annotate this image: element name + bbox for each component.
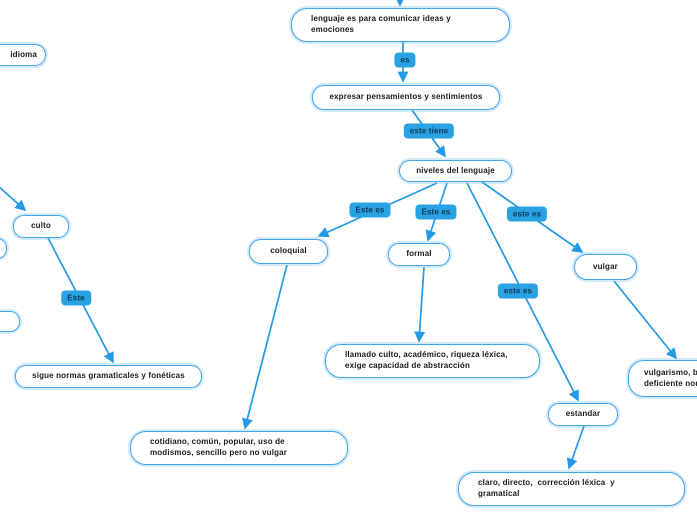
node-vulgarismo[interactable]: vulgarismo, b deficiente nor — [628, 360, 697, 397]
node-claro-directo[interactable]: claro, directo, corrección léxica y gram… — [458, 472, 685, 506]
node-coloquial[interactable]: coloquial — [249, 239, 328, 264]
node-llamado-culto[interactable]: llamado culto, académico, riqueza léxica… — [325, 344, 540, 378]
node-culto[interactable]: culto — [13, 215, 69, 238]
node-idioma-label: idioma — [10, 49, 37, 59]
node-partial-left-lower[interactable] — [0, 311, 20, 332]
connector-vulgar-to-vulgarismo — [613, 280, 678, 360]
node-estandar[interactable]: estandar — [548, 403, 618, 426]
node-llamado-line1: llamado culto, académico, riqueza léxica… — [345, 350, 508, 360]
link-label-este-tiene[interactable]: este tiene — [403, 123, 455, 139]
link-label-este-es-1[interactable]: Este es — [349, 202, 391, 218]
node-formal-label: formal — [406, 249, 432, 259]
node-sigue-normas[interactable]: sigue normas gramaticales y fonéticas — [15, 365, 202, 388]
node-vulgar[interactable]: vulgar — [574, 254, 637, 280]
link-label-es[interactable]: es — [394, 52, 416, 68]
connector-estandar-to-claro — [566, 425, 585, 470]
node-vulgarismo-line2: deficiente nor — [644, 378, 697, 388]
node-estandar-label: estandar — [565, 409, 601, 419]
node-claro-line1: claro, directo, corrección léxica y — [478, 478, 615, 488]
node-lenguaje-line2: emociones — [311, 25, 355, 34]
node-coloquial-label: coloquial — [270, 246, 307, 256]
node-sigue-label: sigue normas gramaticales y fonéticas — [32, 371, 185, 381]
node-culto-label: culto — [31, 221, 51, 231]
node-cotidiano[interactable]: cotidiano, común, popular, uso de modism… — [130, 431, 348, 465]
link-label-este-es-2[interactable]: Este es — [415, 204, 457, 220]
link-label-este[interactable]: Este — [61, 290, 91, 306]
node-lenguaje[interactable]: lenguaje es para comunicar ideas y emoci… — [291, 8, 510, 42]
node-cotidiano-line2: modismos, sencillo pero no vulgar — [150, 448, 287, 457]
node-formal[interactable]: formal — [388, 243, 450, 266]
node-claro-line2: gramatical — [478, 489, 520, 498]
node-expresar-label: expresar pensamientos y sentimientos — [329, 92, 483, 102]
node-cotidiano-line1: cotidiano, común, popular, uso de — [150, 437, 285, 447]
node-lenguaje-line1: lenguaje es para comunicar ideas y — [311, 14, 451, 24]
node-llamado-line2: exige capacidad de abstracción — [345, 361, 470, 370]
connector-formal-to-llamado — [414, 266, 426, 343]
link-label-este-es-3[interactable]: este es — [506, 206, 548, 222]
connector-coloquial-to-cotidiano — [241, 264, 288, 430]
node-idioma[interactable]: idioma — [0, 44, 46, 66]
node-vulgar-label: vulgar — [593, 261, 618, 271]
node-niveles-del-lenguaje[interactable]: niveles del lenguaje — [399, 160, 512, 182]
link-label-este-es-4[interactable]: este es — [497, 283, 539, 299]
node-niveles-label: niveles del lenguaje — [416, 165, 495, 175]
node-expresar[interactable]: expresar pensamientos y sentimientos — [312, 85, 500, 110]
connector-offscreen-to-culto — [0, 186, 27, 212]
node-vulgarismo-line1: vulgarismo, b — [644, 367, 697, 377]
